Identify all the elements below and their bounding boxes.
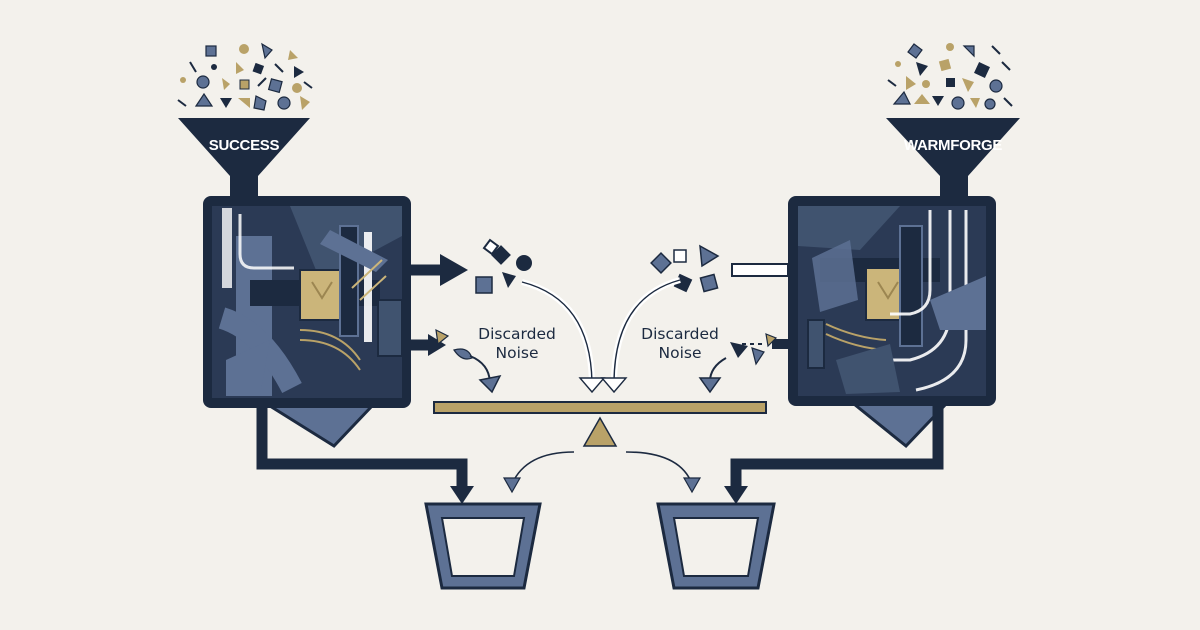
left-selection-arrow — [521, 279, 606, 394]
right-noise-line1: Discarded — [641, 325, 719, 343]
right-machine — [788, 196, 996, 449]
right-input-shapes — [887, 43, 1013, 110]
right-funnel: WARMFORGE — [886, 118, 1020, 198]
right-noise-label: Discarded Noise — [641, 325, 719, 362]
right-output-lines — [731, 263, 789, 349]
right-machine-internals — [798, 206, 986, 394]
left-noise-label: Discarded Noise — [478, 325, 556, 362]
left-signal-arrow-icon — [440, 254, 468, 286]
left-funnel: SUCCESS — [178, 118, 310, 198]
left-noise-pieces — [435, 328, 502, 394]
right-output-bin-icon — [656, 502, 776, 590]
left-kept-shapes — [475, 238, 532, 294]
left-output-bin-icon — [424, 502, 542, 590]
left-machine-internals — [218, 206, 403, 396]
left-input-shapes — [177, 42, 313, 111]
left-output-arrows — [411, 254, 468, 356]
balance-scale-icon — [433, 401, 767, 447]
left-pipe — [256, 408, 474, 504]
right-pipe — [724, 406, 944, 504]
left-noise-line1: Discarded — [478, 325, 556, 343]
scale-to-bin-arrows — [502, 451, 702, 494]
right-noise-line2: Noise — [659, 344, 702, 362]
left-machine — [203, 196, 411, 448]
left-funnel-label: SUCCESS — [209, 137, 280, 154]
right-funnel-label: WARMFORGE — [904, 137, 1002, 154]
right-noise-pieces — [698, 333, 778, 394]
right-selection-arrow — [600, 277, 681, 394]
left-noise-line2: Noise — [496, 344, 539, 362]
